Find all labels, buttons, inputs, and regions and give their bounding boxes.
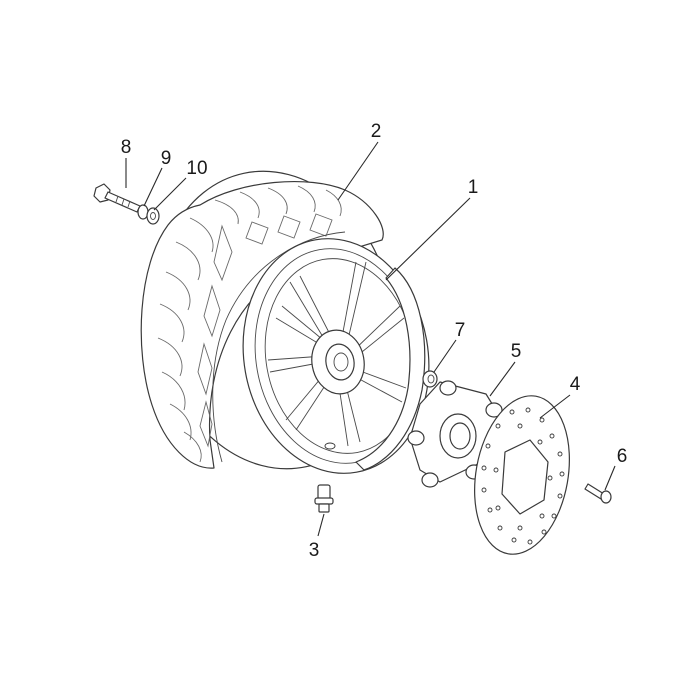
- leader-10: [153, 177, 187, 211]
- callout-spacer: 9: [161, 148, 172, 169]
- leader-1: [385, 197, 471, 281]
- leader-9: [143, 167, 163, 207]
- leader-6: [604, 465, 616, 491]
- leader-3: [317, 513, 325, 537]
- leader-lines: [125, 141, 616, 537]
- washer: [146, 207, 160, 225]
- rim: [242, 238, 430, 474]
- leader-4: [539, 394, 571, 419]
- disc-screw: [584, 483, 612, 504]
- callout-brake-disc: 4: [570, 374, 581, 395]
- hub-nut: [422, 370, 438, 388]
- callout-valve: 3: [309, 540, 320, 561]
- leader-7: [433, 339, 457, 373]
- callout-hub-nut: 7: [455, 320, 466, 341]
- callout-washer: 10: [186, 158, 207, 179]
- axle-bolt: [93, 183, 141, 213]
- callout-tyre: 2: [371, 121, 382, 142]
- callout-axle-bolt: 8: [121, 137, 132, 158]
- callout-rim: 1: [468, 177, 479, 198]
- brake-disc: [474, 395, 570, 555]
- callout-disc-hub: 5: [511, 341, 522, 362]
- callout-disc-screw: 6: [617, 446, 628, 467]
- disc-holes: [481, 407, 565, 545]
- leader-5: [489, 361, 516, 397]
- leader-2: [337, 141, 379, 201]
- callout-labels: 1 2 3 4 5 6 7 8 9 10: [121, 121, 628, 561]
- valve: [314, 484, 334, 513]
